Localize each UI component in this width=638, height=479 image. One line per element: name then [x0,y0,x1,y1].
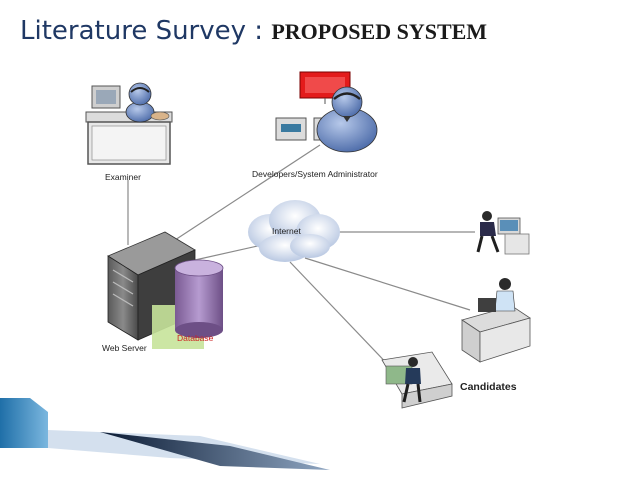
bottom-decoration [0,398,330,479]
candidate-3-person-icon [408,357,418,367]
web-server-node [107,231,224,349]
connector-lines [127,144,475,373]
candidate-2-node [461,278,531,363]
candidate-1-node [476,211,530,255]
internet-cloud-icon [248,200,340,262]
line-internet-candidate3 [289,261,396,373]
candidate-2-person-icon [499,278,511,290]
slide-title: Literature Survey : PROPOSED SYSTEM [20,16,487,46]
candidates-label: Candidates [460,381,517,393]
candidate-3-node [381,351,453,409]
examiner-person-icon [128,82,152,106]
slide-title-sub: PROPOSED SYSTEM [271,19,488,44]
line-internet-candidate2 [304,257,471,311]
line-admin-server [174,144,321,241]
database-icon [174,259,224,277]
web-server-label: Web Server [102,343,147,353]
internet-label: Internet [272,226,301,236]
admin-person-icon [331,86,363,118]
developers-label: Developers/System Administrator [252,169,378,179]
examiner-label: Examiner [105,172,141,182]
candidate-1-person-icon [482,211,492,221]
slide-title-main: Literature Survey : [20,16,272,46]
database-label: Database [177,333,214,343]
line-internet-server [194,244,263,261]
examiner-node [85,82,173,165]
admin-node [275,71,378,153]
